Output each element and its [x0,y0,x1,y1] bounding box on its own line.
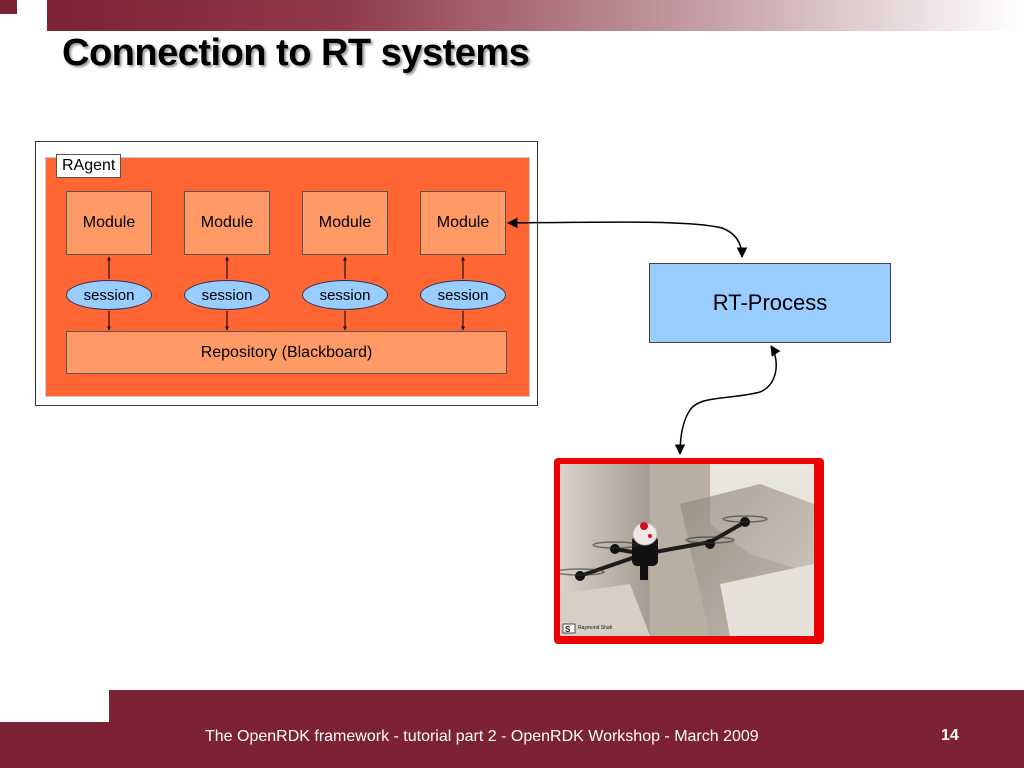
module-box-4: Module [420,191,506,255]
module-box-3: Module [302,191,388,255]
session-ellipse-2: session [184,280,270,310]
footer-text: The OpenRDK framework - tutorial part 2 … [205,728,759,745]
corner-square-decoration [0,0,17,14]
photo-watermark: Raymond Shah [578,625,613,631]
top-gradient-bar [47,0,1024,31]
arrow-rtprocess-photo [674,345,781,456]
slide-title: Connection to RT systems [62,32,530,74]
footer-bar [109,690,1024,768]
session-arrows [107,256,465,331]
drone-photo: S Raymond Shah [560,464,814,636]
arrow-module-rtprocess [506,217,748,259]
module-box-2: Module [184,191,270,255]
repository-box: Repository (Blackboard) [66,331,507,374]
footer-left-block [0,722,109,768]
module-box-1: Module [66,191,152,255]
svg-text:S: S [565,625,571,634]
drone-image: S Raymond Shah [560,464,814,636]
page-number: 14 [941,727,959,744]
rt-process-box: RT-Process [649,263,891,343]
session-ellipse-1: session [66,280,152,310]
ragent-label: RAgent [56,154,122,178]
session-ellipse-4: session [420,280,506,310]
session-ellipse-3: session [302,280,388,310]
